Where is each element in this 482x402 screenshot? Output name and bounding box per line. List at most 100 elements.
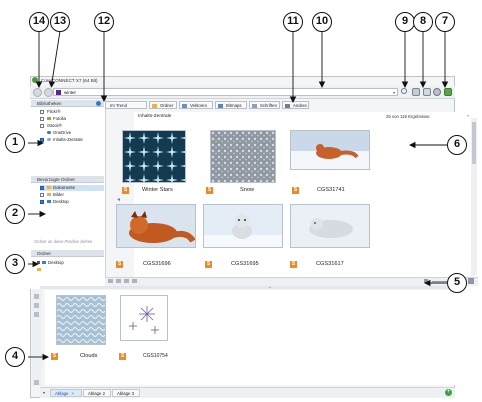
badge: S (119, 353, 126, 360)
thumb-cgs31741[interactable] (290, 130, 370, 170)
checkbox[interactable] (40, 123, 44, 128)
tray-tab-3[interactable]: Ablage 3 (112, 389, 140, 397)
folder-icon (47, 193, 51, 197)
item-caption: CGS31617 (316, 261, 344, 267)
tab-fonts[interactable]: Schriften (249, 101, 280, 109)
library-label: Inhalts-Zentrale (53, 137, 83, 142)
library-item-onedrive[interactable]: OneDrive (40, 130, 71, 136)
libraries-header[interactable]: Bibliotheken (31, 100, 104, 107)
fox-image (117, 205, 196, 247)
expand-icon[interactable] (37, 261, 40, 265)
tab-trending[interactable]: Im Trend (105, 101, 147, 109)
tray-tool-icon[interactable] (34, 294, 39, 299)
item-caption: CGS31696 (143, 261, 171, 267)
library-item-content-exchange[interactable]: Inhalts-Zentrale (40, 137, 83, 143)
favorites-header[interactable]: Bevorzugte Ordner (31, 176, 104, 183)
libraries-help-icon[interactable] (96, 101, 101, 106)
search-dropdown-icon[interactable]: ▾ (392, 90, 395, 95)
vector-icon (182, 103, 187, 108)
bitmap-icon (218, 103, 223, 108)
library-item-istock[interactable]: iStock® (40, 123, 62, 129)
badge: S (292, 187, 299, 194)
pin-icon (47, 138, 51, 142)
checkbox[interactable] (40, 192, 44, 197)
library-item-fotolia[interactable]: Fotolia (40, 116, 66, 122)
tray-tool-icon[interactable] (34, 380, 39, 385)
library-item-flickr[interactable]: Flickr® (40, 109, 60, 115)
tray-tool-icon[interactable] (34, 303, 39, 308)
checkbox[interactable] (40, 109, 44, 114)
tray-tab-1[interactable]: Ablage× (50, 389, 82, 397)
fotolia-icon (47, 117, 51, 121)
view-toggle-icon[interactable] (132, 279, 137, 283)
item-caption: CGS31695 (231, 261, 259, 267)
checkbox[interactable] (40, 137, 44, 142)
thumb-winter-stars[interactable] (122, 130, 186, 183)
thumb-cgs31617[interactable] (290, 204, 370, 248)
back-button[interactable] (33, 88, 42, 97)
checkbox[interactable] (40, 185, 44, 190)
badge: S (290, 261, 297, 268)
tray-side-toolbar (32, 290, 42, 386)
checkbox[interactable] (40, 116, 44, 121)
options-icon[interactable] (423, 88, 431, 96)
content-heading: Inhalts-Zentrale (138, 114, 172, 119)
tab-folders[interactable]: Ordner (149, 101, 177, 109)
print-icon[interactable] (412, 88, 420, 96)
callout-14: 14 (29, 12, 49, 32)
tray-tool-icon[interactable] (34, 312, 39, 317)
callout-4: 4 (5, 347, 25, 367)
tray[interactable] (45, 290, 455, 385)
search-source-icon (56, 90, 61, 95)
tray-splitter[interactable] (40, 286, 455, 289)
library-label: iStock® (47, 123, 62, 128)
favorite-label: Bilder (53, 192, 64, 197)
dropdown-icon[interactable]: ▿ (467, 113, 470, 118)
checkbox[interactable] (40, 199, 44, 204)
splitter-grip-icon[interactable]: ⌄ (268, 284, 273, 290)
large-thumbnail-icon[interactable] (468, 278, 474, 284)
tray-menu-icon[interactable]: ▾ (43, 390, 46, 395)
tab-label: Schriften (260, 103, 277, 108)
tray-tab-2[interactable]: Ablage 2 (83, 389, 111, 397)
small-thumbnail-icon[interactable] (424, 279, 428, 283)
add-tray-icon[interactable]: + (445, 389, 452, 396)
item-caption: CGS10754 (143, 353, 168, 359)
item-caption: CGS31741 (317, 187, 345, 193)
view-toggle-icon[interactable] (116, 279, 121, 283)
favorite-label: Dokumente (53, 185, 75, 190)
view-toggle-icon[interactable] (108, 279, 113, 283)
tab-vectors[interactable]: Vektoren (179, 101, 213, 109)
clouds-image (57, 296, 105, 344)
callout-7: 7 (435, 12, 455, 32)
tab-bitmaps[interactable]: Bitmaps (215, 101, 247, 109)
favorite-item-documents[interactable]: Dokumente (40, 185, 104, 191)
badge: S (122, 187, 129, 194)
search-icon[interactable] (401, 88, 407, 94)
thumb-cgs31695[interactable] (203, 204, 283, 248)
thumb-snow[interactable] (210, 130, 276, 183)
title-bar: CorelCONNECT X7 (64 Bit) (30, 76, 455, 85)
forward-button[interactable] (44, 88, 53, 97)
tab-other[interactable]: Andere (282, 101, 309, 109)
arctic-fox-image (204, 205, 282, 247)
content-scrollbar-thumb[interactable] (472, 122, 476, 164)
tray-thumb-cgs10754[interactable] (120, 295, 168, 341)
folders-header[interactable]: Ordner (31, 250, 104, 257)
collapse-panel-icon[interactable]: ◂ (117, 197, 121, 203)
favorites-title: Bevorzugte Ordner (37, 177, 76, 182)
callout-1: 1 (5, 133, 25, 153)
view-toggle-icon[interactable] (124, 279, 129, 283)
close-icon[interactable]: × (71, 391, 74, 396)
folder-item-desktop[interactable]: Desktop (37, 260, 64, 266)
favorite-item-desktop[interactable]: Desktop (40, 199, 69, 205)
callout-5: 5 (447, 273, 467, 293)
thumb-cgs31696[interactable] (116, 204, 196, 248)
settings-icon[interactable] (433, 88, 441, 96)
content-scrollbar[interactable] (471, 118, 477, 276)
tray-thumb-clouds[interactable] (56, 295, 106, 345)
favorite-item-pictures[interactable]: Bilder (40, 192, 64, 198)
tray-toggle-icon[interactable] (444, 88, 452, 96)
search-input[interactable]: winter (64, 90, 77, 95)
search-field[interactable]: winter ▾ (53, 88, 398, 96)
